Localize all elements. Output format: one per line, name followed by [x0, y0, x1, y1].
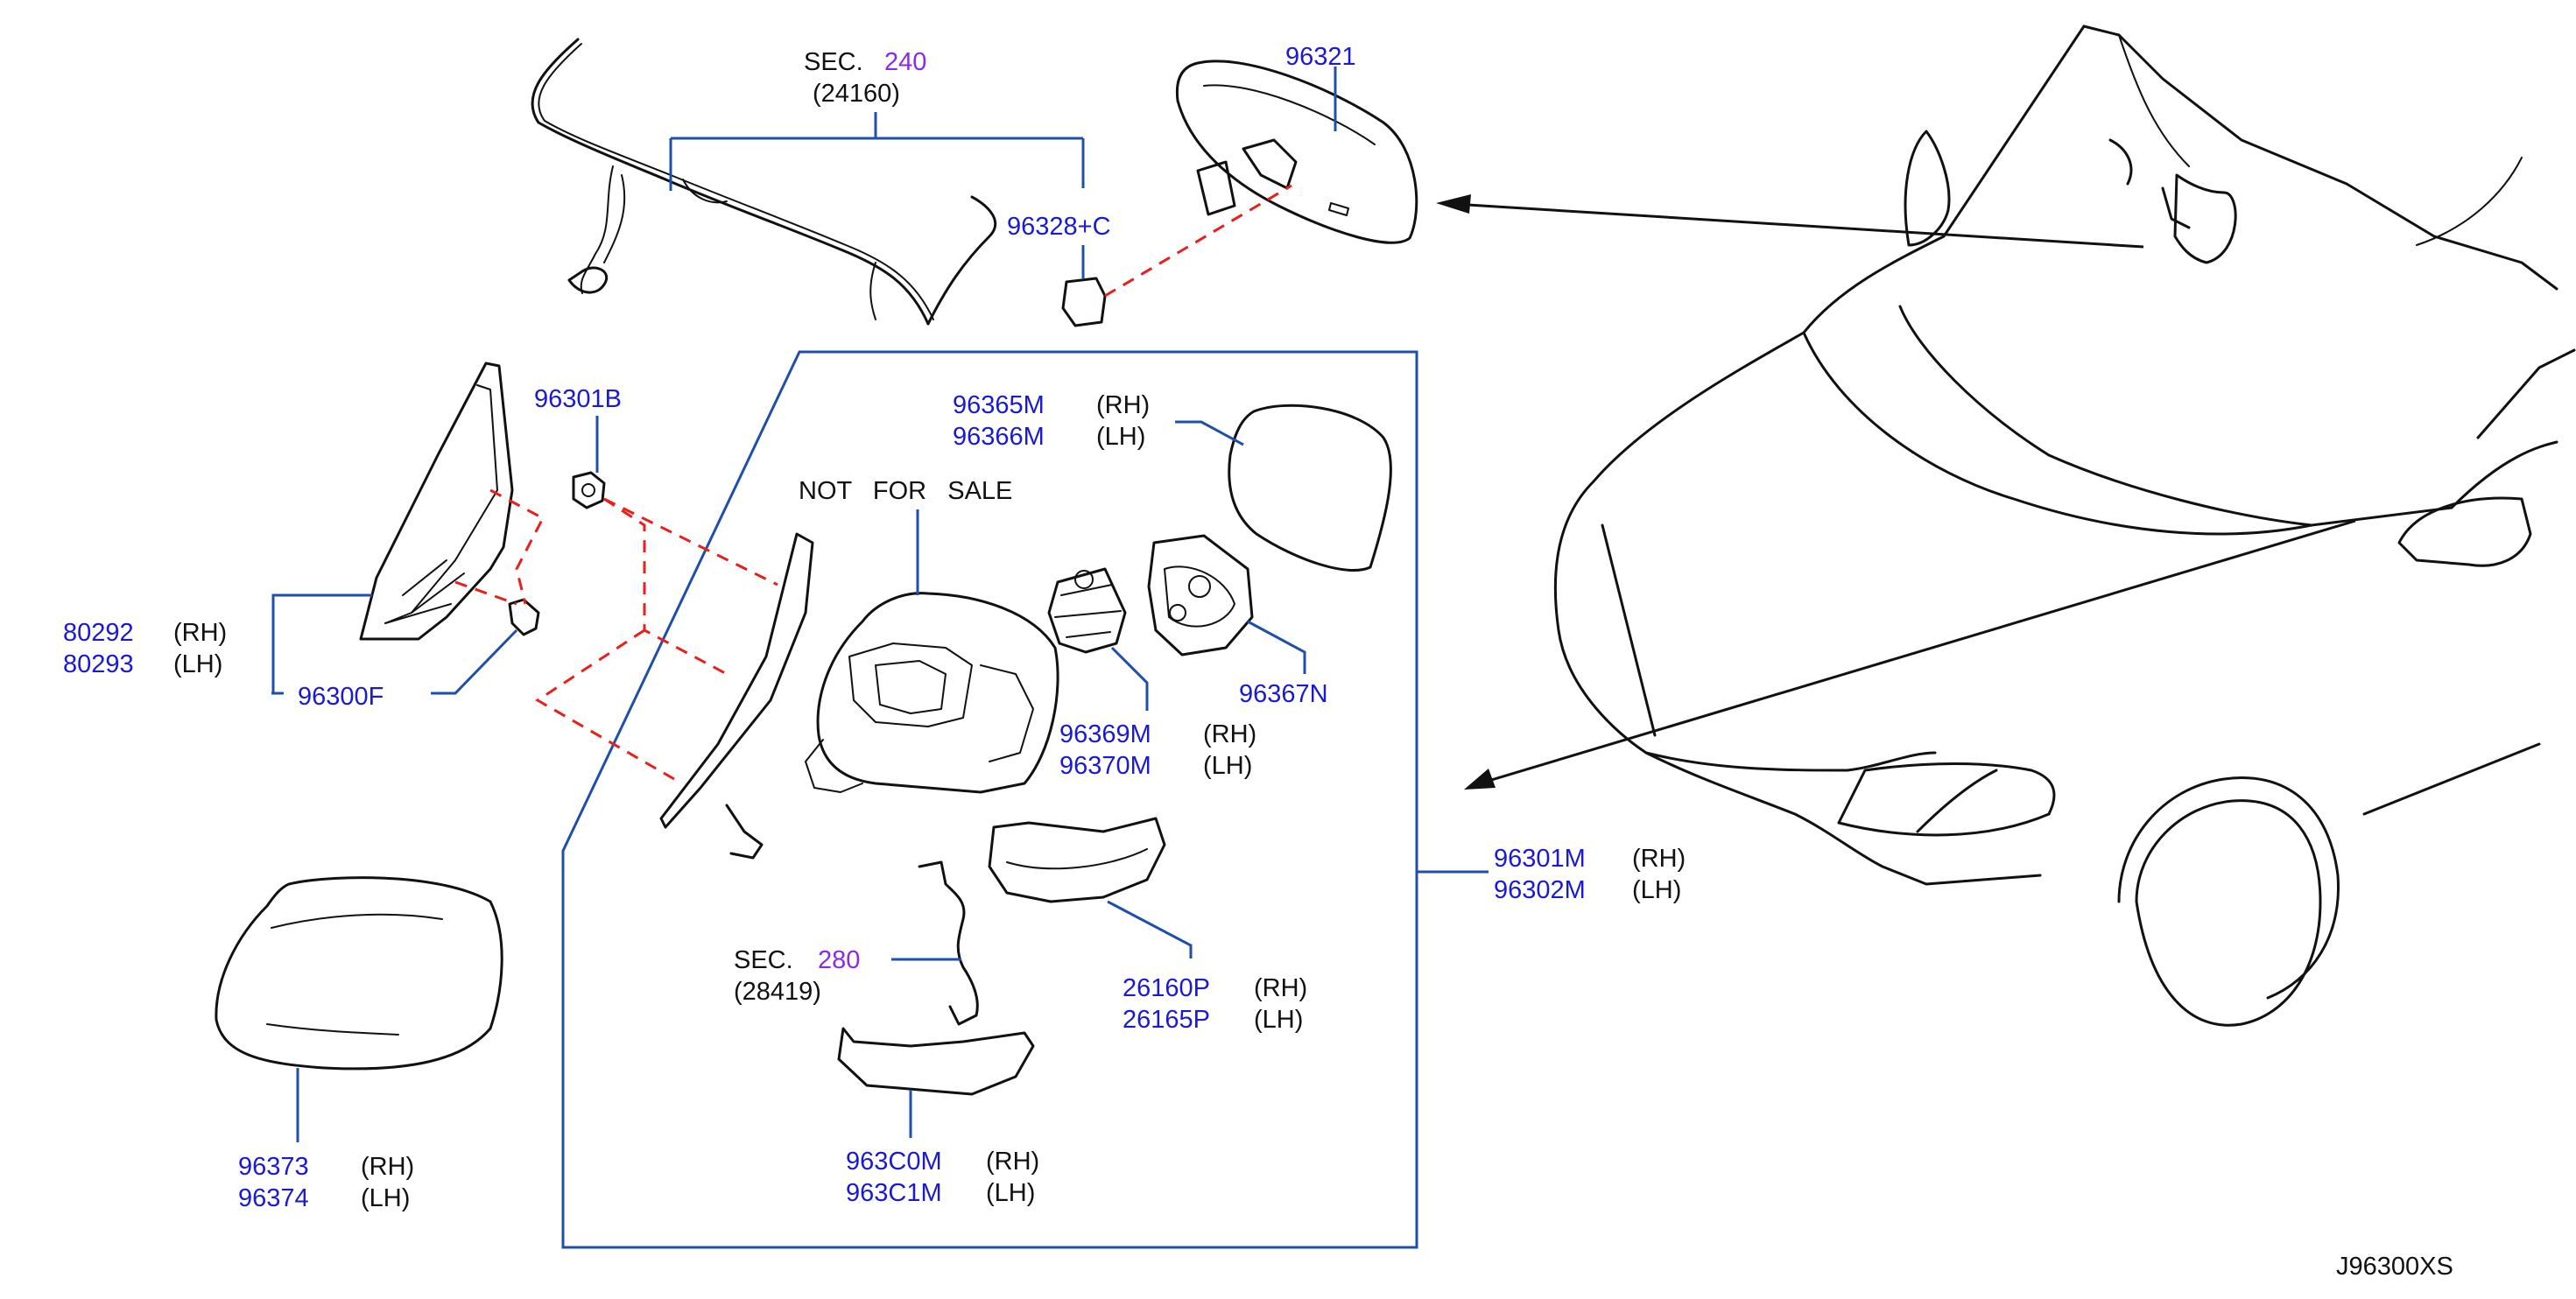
label-96365m[interactable]: 96365M — [953, 391, 1045, 419]
sec-280-number: 280 — [818, 946, 860, 974]
dashed-connection-lines — [454, 184, 1292, 781]
label-80292-rh: (RH) — [173, 619, 227, 647]
label-96301m-rh: (RH) — [1632, 845, 1686, 873]
label-963c0m-rh: (RH) — [986, 1148, 1039, 1176]
label-96370m-lh: (LH) — [1203, 752, 1252, 780]
label-96370m[interactable]: 96370M — [1059, 752, 1151, 780]
label-26165p-lh: (LH) — [1254, 1006, 1303, 1034]
label-96300f[interactable]: 96300F — [298, 683, 384, 711]
label-96369m-rh: (RH) — [1203, 720, 1256, 748]
mirror-base-drawing — [359, 362, 514, 641]
label-96373[interactable]: 96373 — [238, 1153, 309, 1181]
label-96369m[interactable]: 96369M — [1059, 720, 1151, 748]
label-96373-rh: (RH) — [361, 1153, 414, 1181]
arrow-rear-view-mirror — [1453, 202, 2144, 249]
label-96367n[interactable]: 96367N — [1239, 680, 1328, 708]
label-96328c[interactable]: 96328+C — [1007, 213, 1111, 241]
label-96366m-lh: (LH) — [1096, 423, 1145, 451]
sec-240-code: (24160) — [813, 80, 900, 108]
arrow-door-mirror — [1479, 519, 2356, 785]
label-96302m[interactable]: 96302M — [1494, 876, 1586, 904]
label-963c1m-lh: (LH) — [986, 1179, 1035, 1207]
wiring-harness-drawing — [531, 38, 997, 326]
clip-drawing — [508, 598, 540, 636]
label-26160p[interactable]: 26160P — [1123, 974, 1210, 1002]
label-96301b[interactable]: 96301B — [534, 385, 622, 413]
vehicle-front-drawing — [1553, 25, 2576, 1027]
arrow-head-rear-view-mirror — [1436, 194, 1471, 214]
sec-280-code: (28419) — [734, 978, 821, 1006]
mirror-cover-drawing — [215, 876, 503, 1071]
diagram-code: J96300XS — [2336, 1253, 2453, 1281]
label-80292[interactable]: 80292 — [63, 619, 134, 647]
label-80293-lh: (LH) — [173, 650, 222, 678]
exploded-view-frame — [561, 350, 1418, 1249]
rear-view-mirror-drawing — [1175, 60, 1418, 244]
label-963c0m[interactable]: 963C0M — [846, 1148, 942, 1176]
sec-240-prefix: SEC. — [804, 48, 863, 76]
label-80293[interactable]: 80293 — [63, 650, 134, 678]
actuator-drawing — [1047, 534, 1254, 657]
sec-240-number: 240 — [884, 48, 926, 76]
label-96321[interactable]: 96321 — [1285, 43, 1356, 71]
label-963c1m[interactable]: 963C1M — [846, 1179, 942, 1207]
sec-280-prefix: SEC. — [734, 946, 793, 974]
label-96301m[interactable]: 96301M — [1494, 845, 1586, 873]
door-mirror-body-drawing — [659, 532, 1059, 860]
label-96365m-rh: (RH) — [1096, 391, 1150, 419]
label-26165p[interactable]: 26165P — [1123, 1006, 1210, 1034]
label-96366m[interactable]: 96366M — [953, 423, 1045, 451]
mirror-harness-drawing — [918, 860, 979, 1026]
label-96374-lh: (LH) — [361, 1184, 410, 1212]
mirror-glass-drawing — [1228, 404, 1392, 572]
turn-lamp-drawing — [988, 817, 1166, 903]
nut-drawing — [572, 471, 606, 509]
connector-drawing — [1061, 277, 1107, 327]
lower-cover-drawing — [837, 1027, 1035, 1096]
leader-lines — [271, 67, 1489, 1142]
label-26160p-rh: (RH) — [1254, 974, 1307, 1002]
label-96374[interactable]: 96374 — [238, 1184, 309, 1212]
label-96302m-lh: (LH) — [1632, 876, 1681, 904]
not-for-sale-label: NOT FOR SALE — [799, 477, 1012, 505]
arrow-head-door-mirror — [1464, 769, 1496, 790]
